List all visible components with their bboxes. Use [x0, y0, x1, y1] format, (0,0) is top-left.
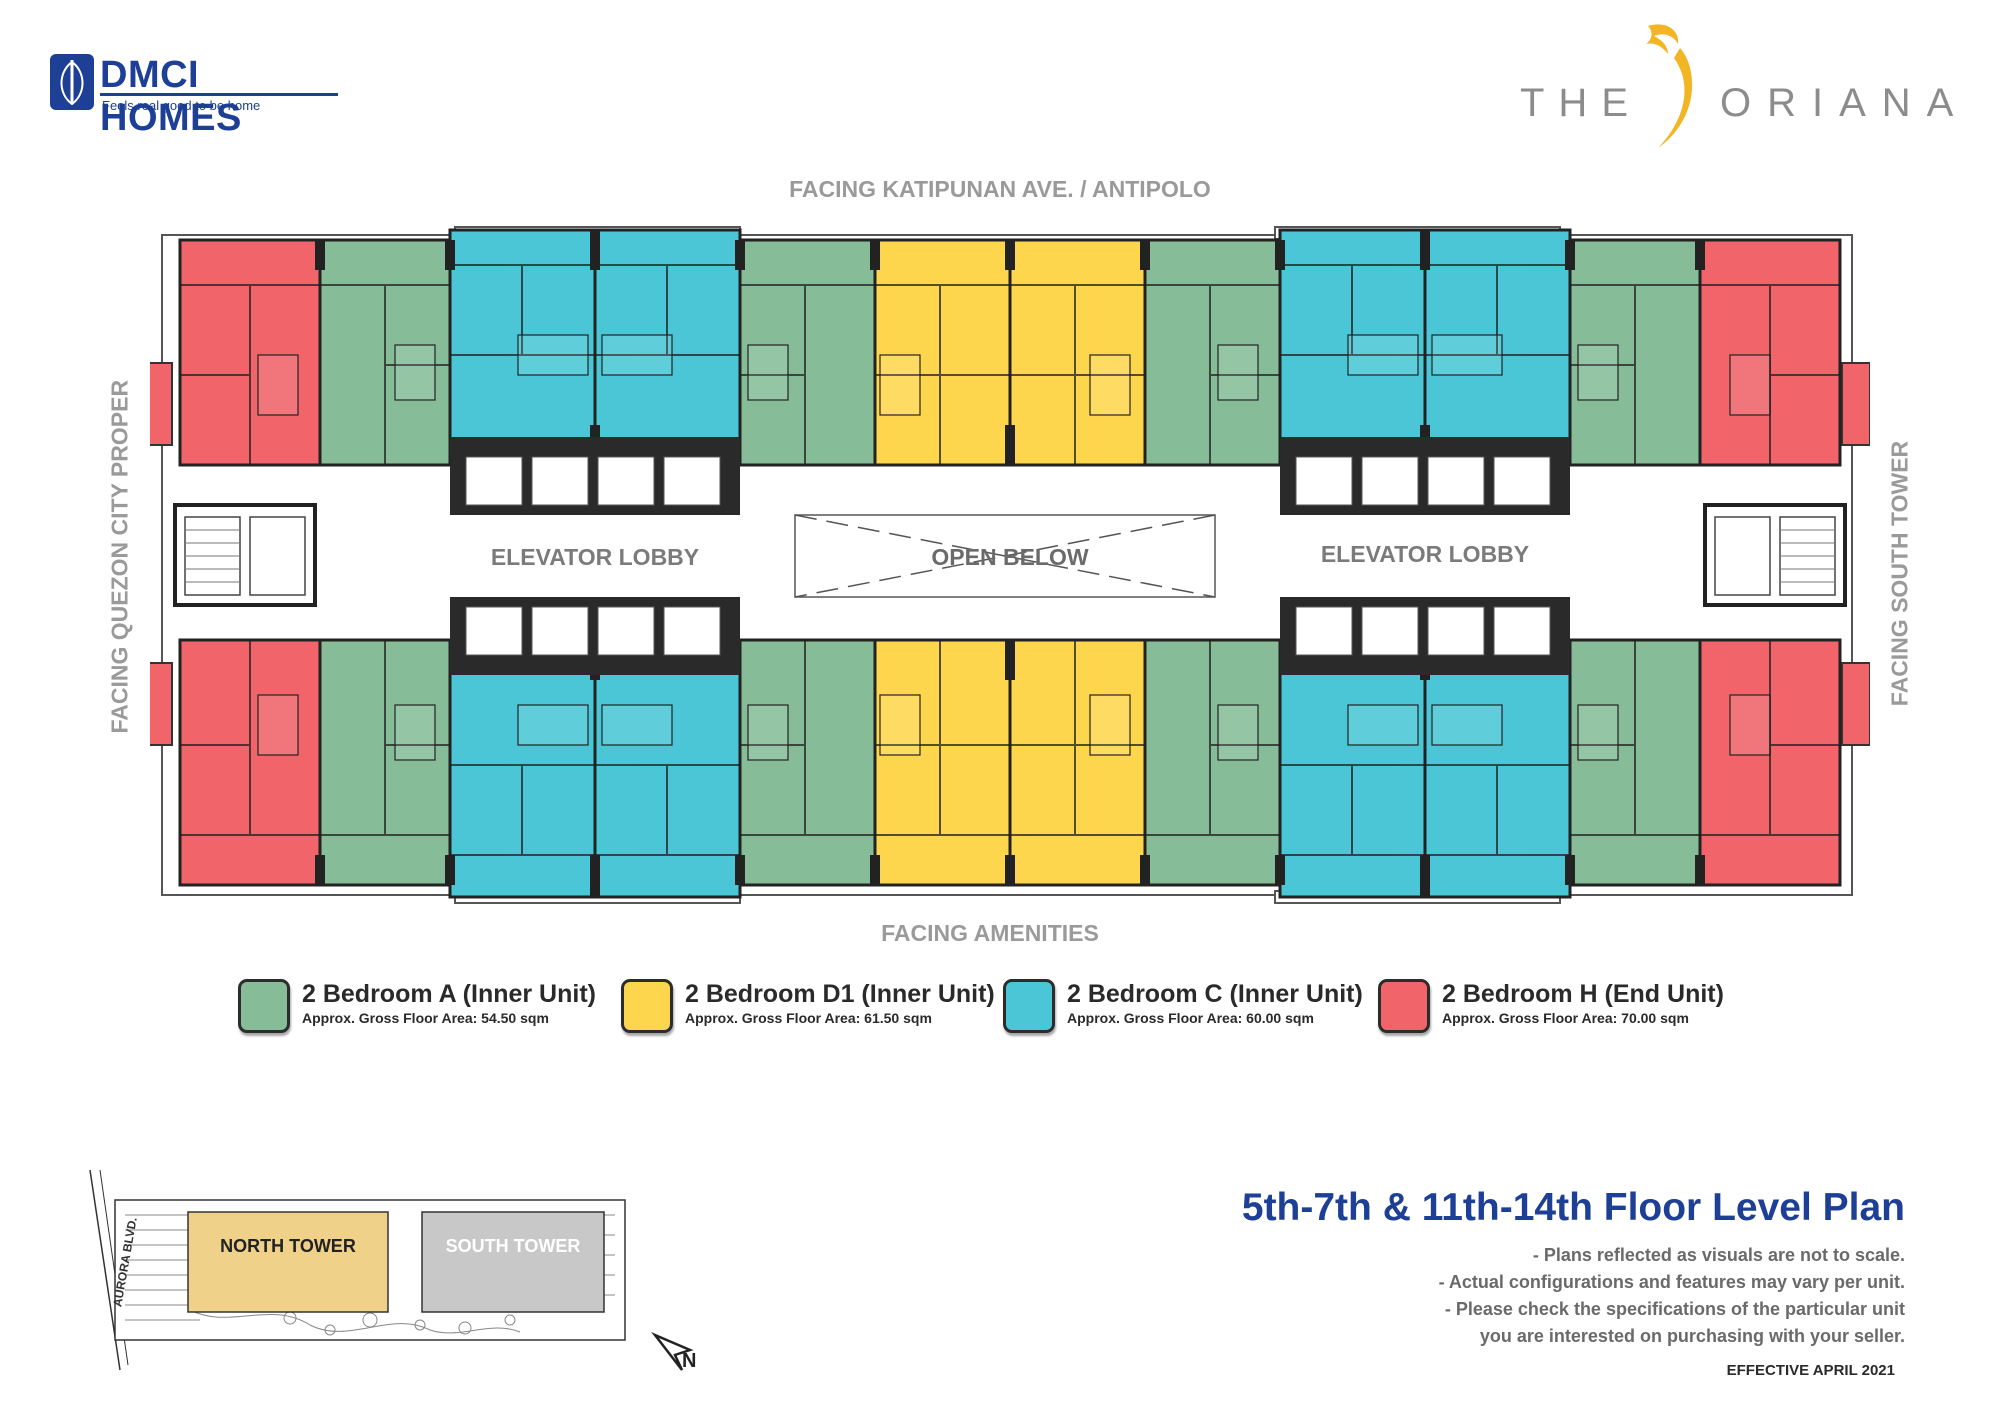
unit-2br-a	[738, 638, 877, 887]
oriana-the-text: THE	[1520, 81, 1642, 125]
facing-bottom-label: FACING AMENITIES	[881, 920, 1099, 946]
stair-core-left	[173, 503, 317, 607]
dmci-tagline: Feels real good to be home	[102, 98, 261, 113]
the-oriana-logo: THE ORIANA	[1520, 18, 1980, 158]
unit-type-legend: 2 Bedroom A (Inner Unit) Approx. Gross F…	[238, 977, 1758, 1037]
legend-unit-area: Approx. Gross Floor Area: 54.50 sqm	[302, 1010, 549, 1026]
open-below-void	[794, 514, 1216, 598]
unit-2br-d1	[1008, 238, 1147, 467]
plan-title: 5th-7th & 11th-14th Floor Level Plan	[1241, 1186, 1905, 1229]
unit-2br-a	[1143, 638, 1282, 887]
north-tower-label: NORTH TOWER	[220, 1236, 356, 1256]
facing-right-label: FACING SOUTH TOWER	[1886, 440, 1913, 707]
note-line: you are interested on purchasing with yo…	[1479, 1326, 1905, 1346]
floor-plan-diagram	[150, 226, 1870, 904]
open-below-label: OPEN BELOW	[931, 544, 1089, 570]
north-tower-block	[187, 1211, 389, 1313]
unit-2br-a	[1143, 238, 1282, 467]
dmci-homes-logo: DMCI HOMES Feels real good to be home	[50, 52, 350, 139]
legend-unit-name: 2 Bedroom D1 (Inner Unit)	[685, 980, 995, 1008]
legend-swatch	[1003, 979, 1055, 1033]
facing-left-label: FACING QUEZON CITY PROPER	[106, 379, 133, 734]
south-tower-block	[421, 1211, 605, 1313]
unit-2br-d1	[1008, 638, 1147, 887]
balcony-ne	[1841, 362, 1870, 446]
unit-2br-d1	[873, 238, 1012, 467]
legend-unit-name: 2 Bedroom H (End Unit)	[1442, 980, 1724, 1008]
elevator-bank-top-right	[1280, 437, 1570, 515]
site-plan-drawing	[89, 1169, 694, 1371]
note-line: - Please check the specifications of the…	[1444, 1299, 1905, 1319]
oriana-crest-icon	[1646, 24, 1693, 148]
site-key-plan: NORTH TOWER SOUTH TOWER AURORA BLVD. N	[70, 1160, 710, 1380]
legend-swatch	[238, 979, 290, 1033]
elevator-lobby-left-label: ELEVATOR LOBBY	[490, 544, 700, 570]
stair-core-right	[1703, 503, 1847, 607]
legend-unit-area: Approx. Gross Floor Area: 70.00 sqm	[1442, 1010, 1689, 1026]
balcony-se	[1841, 662, 1870, 746]
oriana-name-text: ORIANA	[1720, 81, 1970, 125]
legend-unit-area: Approx. Gross Floor Area: 60.00 sqm	[1067, 1010, 1314, 1026]
elevator-bank-bottom-left	[450, 597, 740, 675]
legend-swatch	[621, 979, 673, 1033]
legend-unit-area: Approx. Gross Floor Area: 61.50 sqm	[685, 1010, 932, 1026]
legend-unit-name: 2 Bedroom A (Inner Unit)	[302, 980, 596, 1008]
elevator-bank-bottom-right	[1280, 597, 1570, 675]
north-marker: N	[682, 1350, 697, 1372]
north-arrow-icon	[651, 1331, 694, 1371]
dmci-underline	[100, 93, 338, 96]
unit-2br-d1	[873, 638, 1012, 887]
legend-swatch	[1378, 979, 1430, 1033]
note-line: - Plans reflected as visuals are not to …	[1532, 1245, 1905, 1265]
effective-date: EFFECTIVE APRIL 2021	[1726, 1362, 1895, 1379]
elevator-bank-top-left	[450, 437, 740, 515]
dmci-emblem-icon	[50, 54, 94, 110]
balcony-sw	[150, 662, 173, 746]
elevator-lobby-right-label: ELEVATOR LOBBY	[1320, 541, 1530, 567]
plan-notes: - Plans reflected as visuals are not to …	[1000, 1242, 1905, 1350]
dmci-brand-name: DMCI HOMES	[100, 54, 242, 139]
south-tower-label: SOUTH TOWER	[445, 1236, 581, 1256]
note-line: - Actual configurations and features may…	[1438, 1272, 1905, 1292]
facing-top-label: FACING KATIPUNAN AVE. / ANTIPOLO	[789, 176, 1211, 202]
legend-unit-name: 2 Bedroom C (Inner Unit)	[1067, 980, 1363, 1008]
balcony-nw	[150, 362, 173, 446]
bathroom-blocks	[257, 334, 1771, 761]
